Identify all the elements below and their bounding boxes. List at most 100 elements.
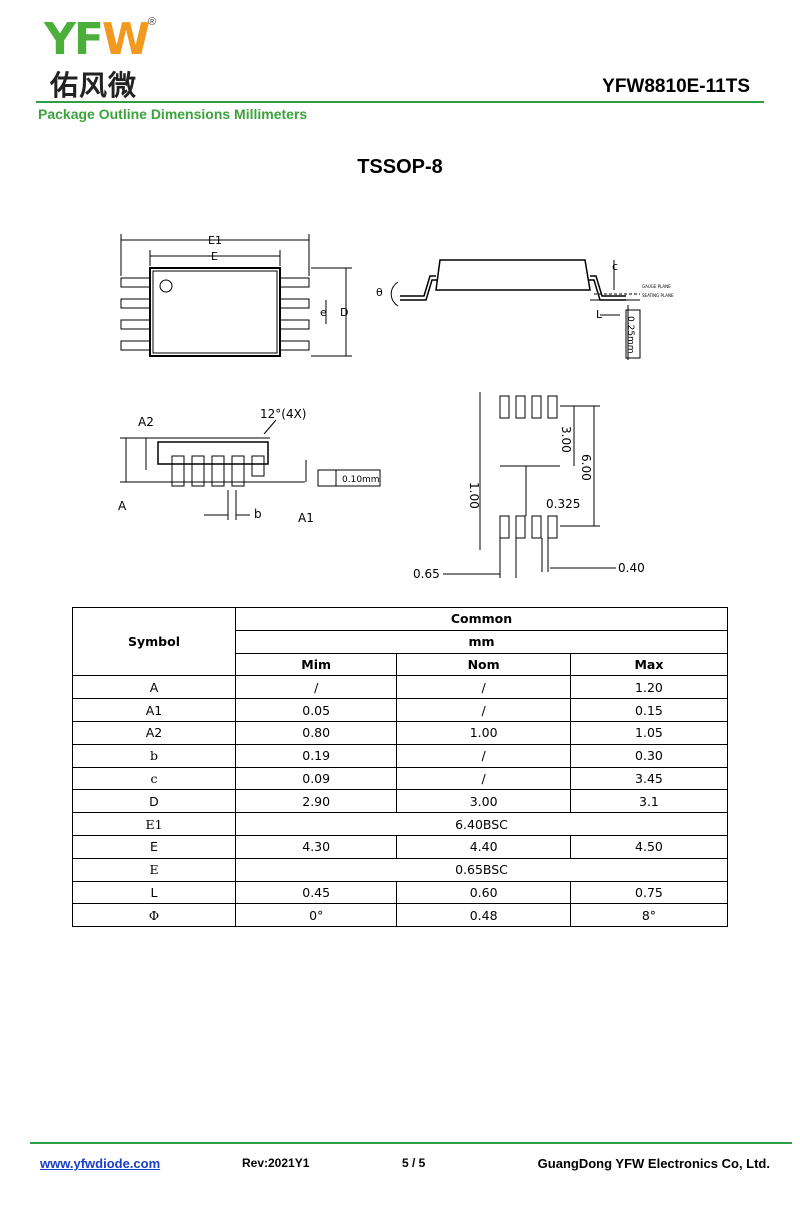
row-min: 0.05 (234, 698, 398, 722)
row-symbol: c (72, 766, 236, 791)
row-span-value: 0.65BSC (235, 857, 728, 882)
row-min: / (234, 675, 398, 700)
fp-label-600: 6.00 (579, 454, 593, 481)
row-symbol: A1 (72, 698, 236, 722)
table-row: E1 6.40BSC (72, 812, 728, 836)
side-view (390, 259, 641, 360)
table-row: E 0.65BSC (72, 857, 728, 882)
row-nom: / (396, 743, 571, 768)
row-min: 0.09 (234, 766, 398, 791)
fp-label-300: 3.00 (559, 426, 573, 453)
logo-brand: YFW (44, 14, 150, 65)
row-nom: / (396, 698, 571, 722)
row-nom: 0.60 (396, 880, 571, 905)
table-column-row: Mim Nom Max (73, 652, 729, 677)
row-max: 1.05 (569, 720, 729, 745)
unit-header: mm (235, 629, 728, 654)
dim-label-a1: A1 (298, 511, 314, 525)
row-max: 3.1 (569, 789, 729, 814)
gauge-plane-label: GAUGE PLANE (642, 284, 671, 289)
fp-label-040: 0.40 (618, 561, 645, 575)
table-unit-row: mm (73, 629, 728, 654)
top-view (120, 234, 352, 357)
row-nom: / (396, 675, 571, 700)
footer-divider (30, 1142, 792, 1144)
table-row: D 2.90 3.00 3.1 (72, 789, 729, 814)
fp-label-0325: 0.325 (546, 497, 580, 511)
dimensions-table-body: Symbol Common mm Mim Nom Max A / / 1.20 … (72, 606, 729, 928)
company-name: GuangDong YFW Electronics Co, Ltd. (537, 1156, 770, 1171)
fp-label-065: 0.65 (413, 567, 440, 581)
website-link[interactable]: www.yfwdiode.com (40, 1156, 161, 1171)
dimensions-table: Symbol Common mm Mim Nom Max A / / 1.20 … (72, 606, 729, 928)
row-min: 0.80 (234, 720, 398, 745)
dim-label-theta: θ (376, 286, 383, 299)
row-span-value: 6.40BSC (235, 812, 728, 836)
row-max: 0.30 (569, 743, 729, 768)
dim-label-a2: A2 (138, 415, 154, 429)
min-header: Mim (234, 652, 398, 677)
row-symbol: E1 (72, 812, 236, 836)
company-logo: YFW ® 佑风微 (44, 14, 164, 102)
table-row: A / / 1.20 (72, 675, 729, 700)
row-nom: 0.48 (396, 903, 571, 928)
common-header: Common (235, 607, 728, 631)
row-symbol: E (72, 834, 236, 859)
table-row: A1 0.05 / 0.15 (72, 698, 729, 722)
gauge-length-label: 0.25mm (625, 316, 635, 354)
table-row: Φ 0° 0.48 8° (72, 903, 729, 928)
max-header: Max (569, 652, 729, 677)
row-min: 4.30 (234, 834, 398, 859)
package-outline-drawing: E1 E D e c θ L GAUGE PLANE SEATING PLANE… (118, 234, 674, 581)
fp-label-100: 1.00 (467, 482, 481, 509)
table-row: c 0.09 / 3.45 (72, 766, 729, 791)
revision-label: Rev:2021Y1 (242, 1156, 310, 1170)
header-divider (36, 101, 764, 103)
row-max: 0.15 (569, 698, 729, 722)
row-symbol: Φ (72, 903, 236, 928)
table-row: L 0.45 0.60 0.75 (72, 880, 729, 905)
table-header-row: Symbol Common (72, 606, 728, 677)
page-number: 5 / 5 (402, 1156, 426, 1170)
row-symbol: b (72, 743, 236, 768)
dim-label-c: c (612, 260, 618, 273)
row-max: 1.20 (569, 675, 729, 700)
row-symbol: A (72, 675, 236, 700)
row-max: 8° (569, 903, 729, 928)
row-max: 4.50 (569, 834, 729, 859)
table-row: A2 0.80 1.00 1.05 (72, 720, 729, 745)
row-nom: 4.40 (396, 834, 571, 859)
row-symbol: A2 (72, 720, 236, 745)
row-min: 0° (234, 903, 398, 928)
row-nom: 3.00 (396, 789, 571, 814)
dim-label-l: L (596, 308, 603, 321)
row-min: 2.90 (234, 789, 398, 814)
front-view (120, 419, 381, 520)
symbol-header: Symbol (72, 606, 236, 677)
dim-label-b: b (254, 507, 262, 521)
dim-label-e1: E1 (208, 234, 222, 247)
nom-header: Nom (396, 652, 571, 677)
logo-chinese-name: 佑风微 (50, 69, 138, 102)
registered-mark: ® (148, 16, 157, 28)
part-number: YFW8810E-11TS (602, 76, 750, 97)
package-title: TSSOP-8 (357, 156, 443, 178)
page-subtitle: Package Outline Dimensions Millimeters (38, 106, 308, 122)
table-row: E 4.30 4.40 4.50 (72, 834, 729, 859)
flatness-label: 0.10mm (342, 475, 380, 485)
row-nom: 1.00 (396, 720, 571, 745)
row-symbol: E (72, 857, 236, 882)
row-symbol: D (72, 789, 236, 814)
table-row: b 0.19 / 0.30 (72, 743, 729, 768)
footprint-view (443, 392, 616, 578)
dim-label-e: E (211, 250, 218, 263)
dim-label-d: D (340, 306, 348, 319)
seating-plane-label: SEATING PLANE (642, 293, 674, 298)
row-max: 3.45 (569, 766, 729, 791)
dim-label-a: A (118, 499, 127, 513)
dim-label-pitch: e (320, 306, 327, 319)
row-nom: / (396, 766, 571, 791)
row-max: 0.75 (569, 880, 729, 905)
mold-angle-label: 12°(4X) (260, 407, 307, 421)
row-min: 0.19 (234, 743, 398, 768)
